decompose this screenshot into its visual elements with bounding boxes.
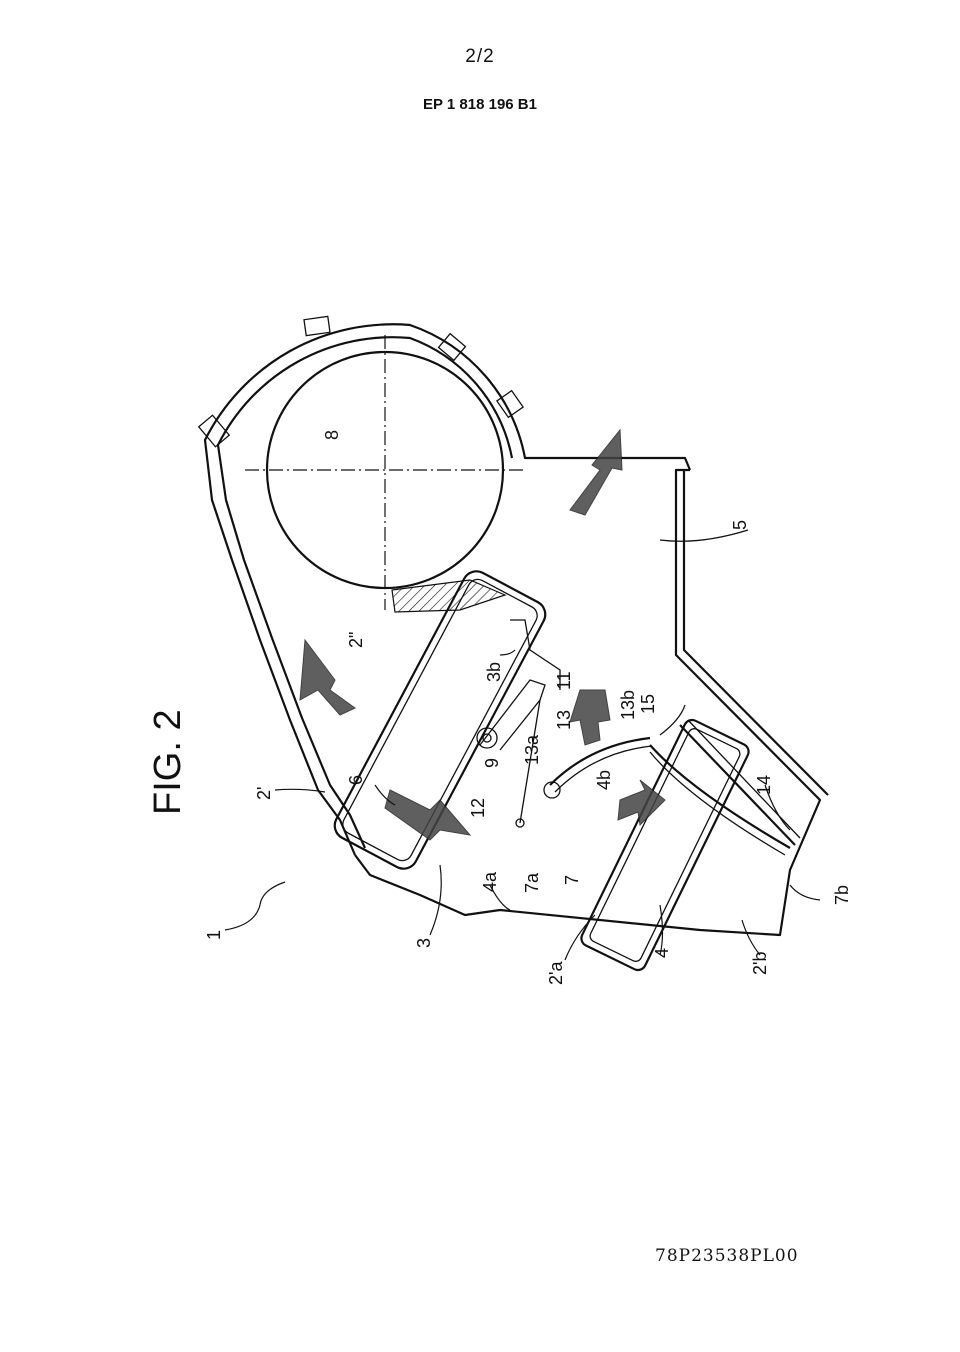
label-2-prime-b: 2'b bbox=[750, 952, 770, 975]
label-3: 3 bbox=[414, 938, 434, 948]
label-12: 12 bbox=[468, 798, 488, 818]
plate-14 bbox=[679, 724, 796, 846]
label-14: 14 bbox=[754, 775, 774, 795]
leader-lines bbox=[224, 529, 821, 961]
label-4: 4 bbox=[652, 948, 672, 958]
airflow-arrows bbox=[299, 428, 666, 841]
label-7a: 7a bbox=[522, 872, 542, 893]
label-13a: 13a bbox=[522, 734, 542, 765]
label-2-prime: 2' bbox=[254, 787, 274, 800]
patent-number: EP 1 818 196 B1 bbox=[423, 96, 537, 113]
document-code: 78P23538PL00 bbox=[655, 1246, 799, 1266]
fan-wheel bbox=[245, 335, 525, 610]
flap-13 bbox=[543, 736, 791, 856]
reference-labels: 1 2' 2" 2'a 2'b 3 3b 4 4a 4b 5 6 7 7a 7b… bbox=[204, 430, 852, 985]
label-5: 5 bbox=[730, 520, 750, 530]
pivot-lever bbox=[476, 679, 546, 828]
label-4a: 4a bbox=[480, 871, 500, 892]
label-7b: 7b bbox=[832, 885, 852, 905]
label-2-double-prime: 2" bbox=[346, 632, 366, 648]
label-13b: 13b bbox=[618, 690, 638, 720]
mounting-lugs bbox=[197, 315, 525, 448]
label-15: 15 bbox=[638, 694, 658, 714]
hatched-wall bbox=[391, 579, 507, 613]
heat-exchanger-7 bbox=[580, 718, 750, 972]
label-4b: 4b bbox=[594, 770, 614, 790]
label-1: 1 bbox=[204, 930, 224, 940]
label-6: 6 bbox=[346, 775, 366, 785]
label-3b: 3b bbox=[484, 662, 504, 682]
page-number: 2/2 bbox=[465, 46, 495, 67]
figure-title: FIG. 2 bbox=[147, 709, 189, 815]
label-8: 8 bbox=[322, 430, 342, 440]
housing-outline bbox=[203, 323, 829, 937]
label-11: 11 bbox=[554, 671, 574, 690]
label-7: 7 bbox=[562, 875, 582, 885]
label-9: 9 bbox=[482, 758, 502, 768]
label-13: 13 bbox=[554, 710, 574, 730]
filter-element-6 bbox=[333, 570, 547, 870]
label-2-prime-a: 2'a bbox=[546, 961, 566, 985]
